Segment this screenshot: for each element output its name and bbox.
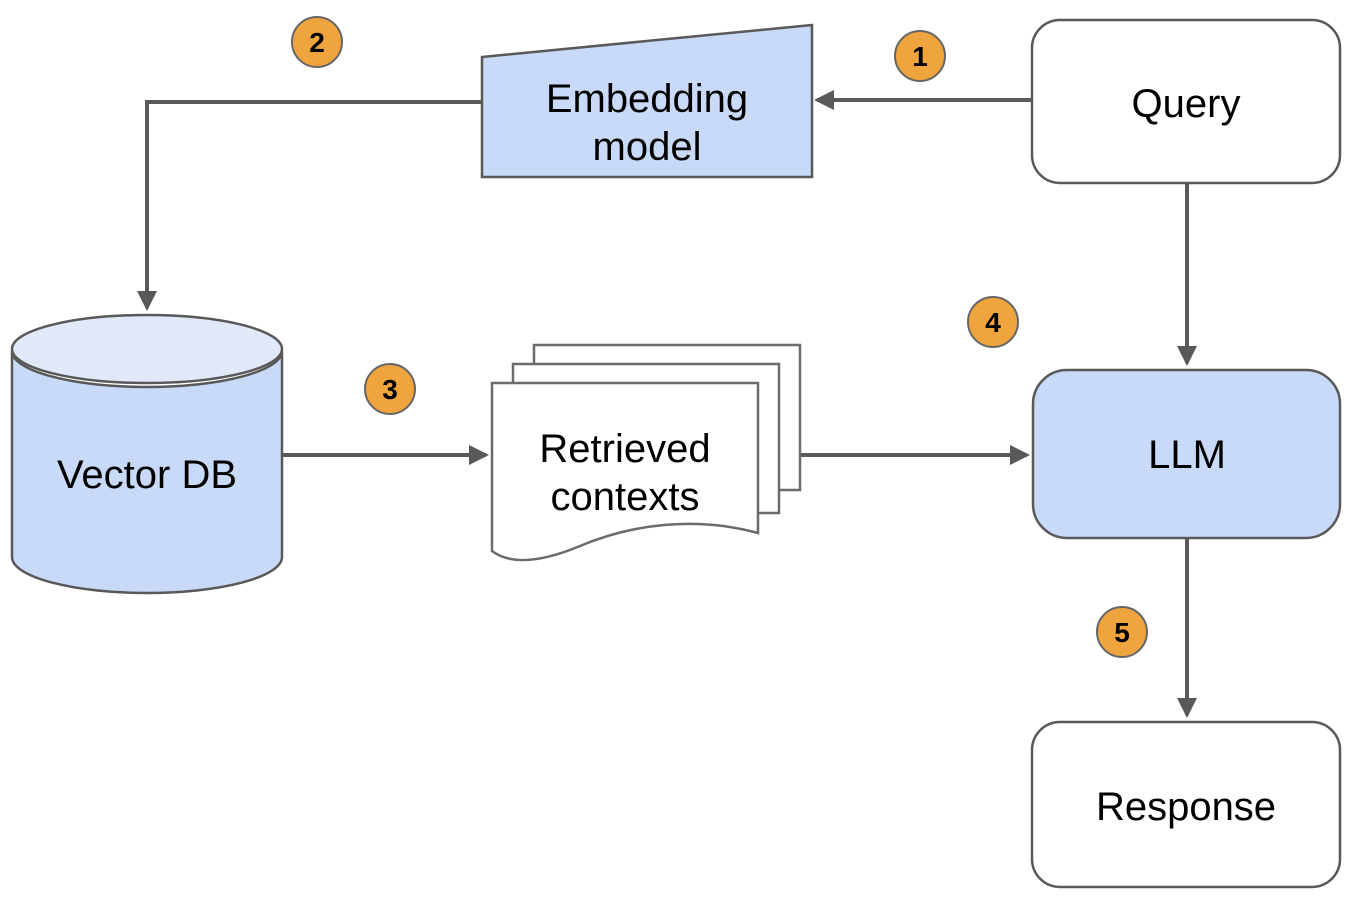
embedding-model-shape (480, 23, 814, 179)
retrieved-contexts-label-line2: contexts (551, 475, 700, 519)
step-badge-3: 3 (364, 363, 416, 415)
step-badge-4-number: 4 (985, 307, 1001, 338)
response-box (1030, 720, 1342, 889)
node-llm: LLM (1031, 368, 1342, 540)
arrow-embedding-to-vectordb (137, 100, 482, 311)
step-badge-1-circle (894, 30, 946, 82)
vector-db-label: Vector DB (57, 453, 237, 497)
llm-label: LLM (1148, 433, 1226, 477)
response-label: Response (1096, 785, 1276, 829)
node-embedding-model: Embedding model (480, 23, 814, 179)
step-badge-3-number: 3 (382, 374, 398, 405)
document-front (490, 381, 760, 562)
step-badge-4: 4 (967, 296, 1019, 348)
step-badge-2: 2 (291, 16, 343, 68)
step-badge-5: 5 (1096, 606, 1148, 658)
node-query: Query (1030, 18, 1342, 185)
embedding-model-label-line1: Embedding (546, 77, 748, 121)
node-vector-db: Vector DB (10, 313, 284, 595)
vector-db-cylinder-body (10, 350, 284, 595)
retrieved-contexts-label-line1: Retrieved (539, 427, 710, 471)
step-badge-2-number: 2 (309, 27, 325, 58)
embedding-model-label-line2: model (593, 125, 702, 169)
query-box (1030, 18, 1342, 185)
step-badge-5-number: 5 (1114, 617, 1130, 648)
step-badge-4-circle (967, 296, 1019, 348)
node-response: Response (1030, 720, 1342, 889)
step-badge-1-number: 1 (912, 41, 928, 72)
step-badge-1: 1 (894, 30, 946, 82)
step-badge-5-circle (1096, 606, 1148, 658)
step-badge-3-circle (364, 363, 416, 415)
llm-box (1031, 368, 1342, 540)
query-label: Query (1132, 82, 1241, 126)
node-retrieved-contexts: Retrieved contexts (490, 343, 802, 562)
step-badge-2-circle (291, 16, 343, 68)
vector-db-cylinder-top (10, 313, 284, 385)
